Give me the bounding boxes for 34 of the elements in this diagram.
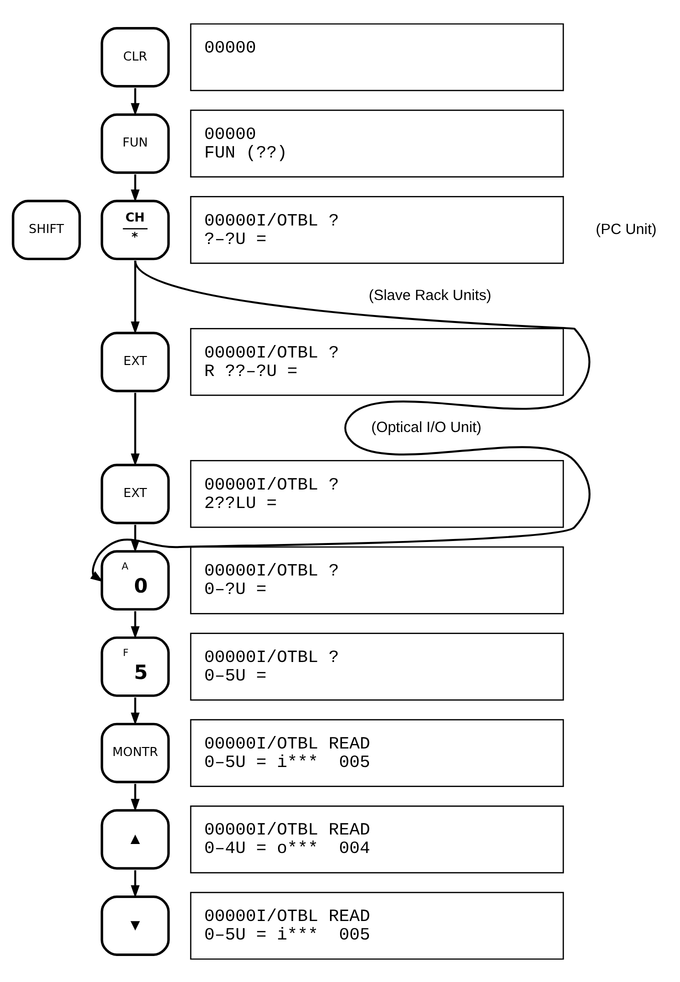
arrow xyxy=(130,88,140,116)
arrow xyxy=(130,870,140,898)
node-box: 00000 xyxy=(190,22,564,91)
node-box: 00000I/OTBL ? R ??–?U = xyxy=(190,328,564,396)
node-box: 00000I/OTBL ? 0–5U = xyxy=(190,632,564,700)
node-box: MONTR xyxy=(100,722,170,783)
arrow xyxy=(130,392,140,466)
node-box: EXT xyxy=(100,463,170,524)
node-box: A 0 xyxy=(100,550,170,610)
node-box: ▲ xyxy=(100,808,170,870)
node-box: 00000I/OTBL ? 0–?U = xyxy=(190,546,564,614)
node-box: 00000I/OTBL READ 0–5U = i*** 005 xyxy=(190,891,564,960)
node-box: CH * xyxy=(100,199,170,260)
arrow xyxy=(130,697,140,725)
node-box: 00000 FUN (??) xyxy=(190,109,564,178)
node-box: FUN xyxy=(100,112,170,174)
arrow xyxy=(130,174,140,202)
node-box: 00000I/OTBL READ 0–4U = o*** 004 xyxy=(190,804,564,873)
arrow xyxy=(90,260,590,582)
node-box: 00000I/OTBL READ 0–5U = i*** 005 xyxy=(190,718,564,786)
node-box: EXT xyxy=(100,331,170,392)
node-box: ▼ xyxy=(100,895,170,956)
node-box: 00000I/OTBL ? ?–?U = xyxy=(190,196,564,264)
label: (Optical I/O Unit) xyxy=(371,419,482,436)
node-box: F 5 xyxy=(100,636,170,696)
arrow xyxy=(130,260,140,334)
arrow xyxy=(130,524,140,552)
arrow xyxy=(130,783,140,812)
label: (Slave Rack Units) xyxy=(368,287,492,304)
label: (PC Unit) xyxy=(596,221,657,238)
arrow xyxy=(130,610,140,638)
node-box: SHIFT xyxy=(12,199,81,260)
node-box: 00000I/OTBL ? 2??LU = xyxy=(190,460,564,528)
node-box: CLR xyxy=(100,26,170,87)
